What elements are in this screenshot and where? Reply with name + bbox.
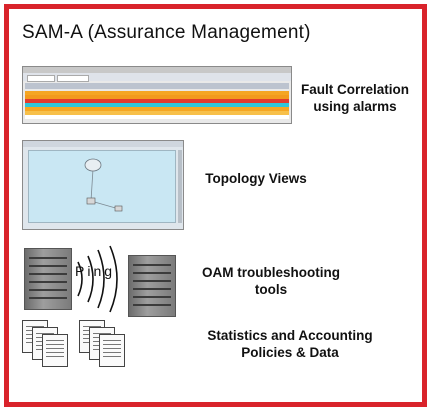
fault-correlation-label: Fault Correlation using alarms	[300, 82, 409, 114]
topology-map-screenshot	[22, 140, 184, 230]
documents-stack-icon	[22, 320, 172, 380]
oam-tools-label: OAM troubleshooting tools	[202, 265, 340, 297]
signal-waves-icon	[77, 245, 118, 313]
router-right-icon	[128, 255, 176, 317]
statistics-label: Statistics and Accounting Policies & Dat…	[207, 328, 373, 360]
topology-views-label: Topology Views	[205, 171, 307, 186]
router-left-icon	[24, 248, 72, 310]
ping-text: Ping	[75, 263, 116, 279]
slide-title: SAM-A (Assurance Management)	[22, 22, 311, 43]
alarm-list-screenshot	[22, 66, 292, 124]
